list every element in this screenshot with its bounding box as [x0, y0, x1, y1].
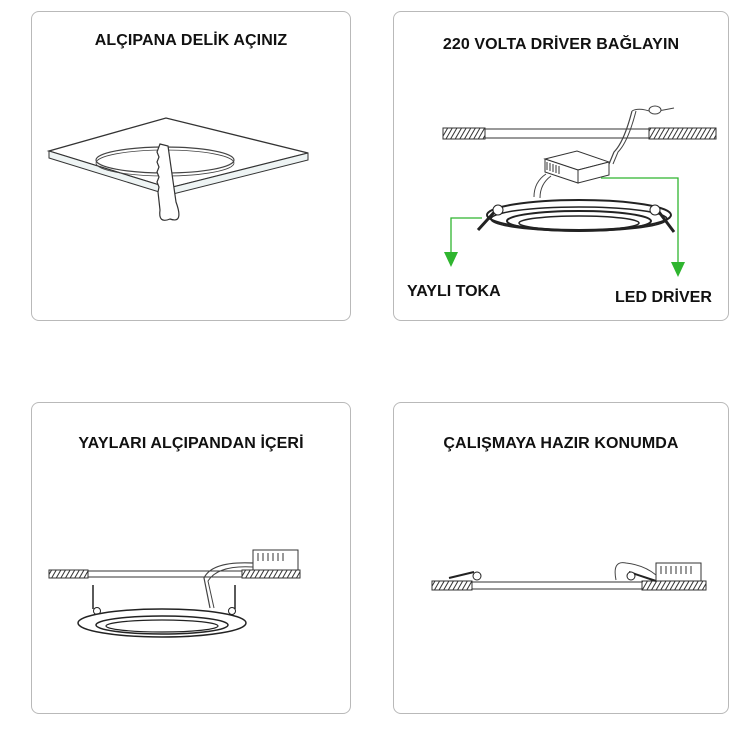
- step-1-title: ALÇIPANA DELİK AÇINIZ: [94, 32, 288, 49]
- step-3-panel: YAYLARI ALÇIPANDAN İÇERİ: [31, 402, 351, 714]
- spring-clip-label: YAYLI TOKA: [407, 283, 501, 300]
- springs-insert-illustration: [48, 549, 301, 638]
- led-driver-label: LED DRİVER: [615, 289, 712, 306]
- step-3-title: YAYLARI ALÇIPANDAN İÇERİ: [78, 435, 304, 452]
- driver-connection-illustration: [442, 105, 717, 277]
- step-4-title: ÇALIŞMAYA HAZIR KONUMDA: [443, 435, 679, 452]
- step-1-panel: ALÇIPANA DELİK AÇINIZ: [31, 11, 351, 321]
- step-4-panel: ÇALIŞMAYA HAZIR KONUMDA: [393, 402, 729, 714]
- step-2-panel: 220 VOLTA DRİVER BAĞLAYIN YAYLI TO: [393, 11, 729, 321]
- step-2-title: 220 VOLTA DRİVER BAĞLAYIN: [442, 36, 680, 53]
- installed-position-illustration: [431, 562, 707, 591]
- drywall-cut-illustration: [46, 117, 309, 221]
